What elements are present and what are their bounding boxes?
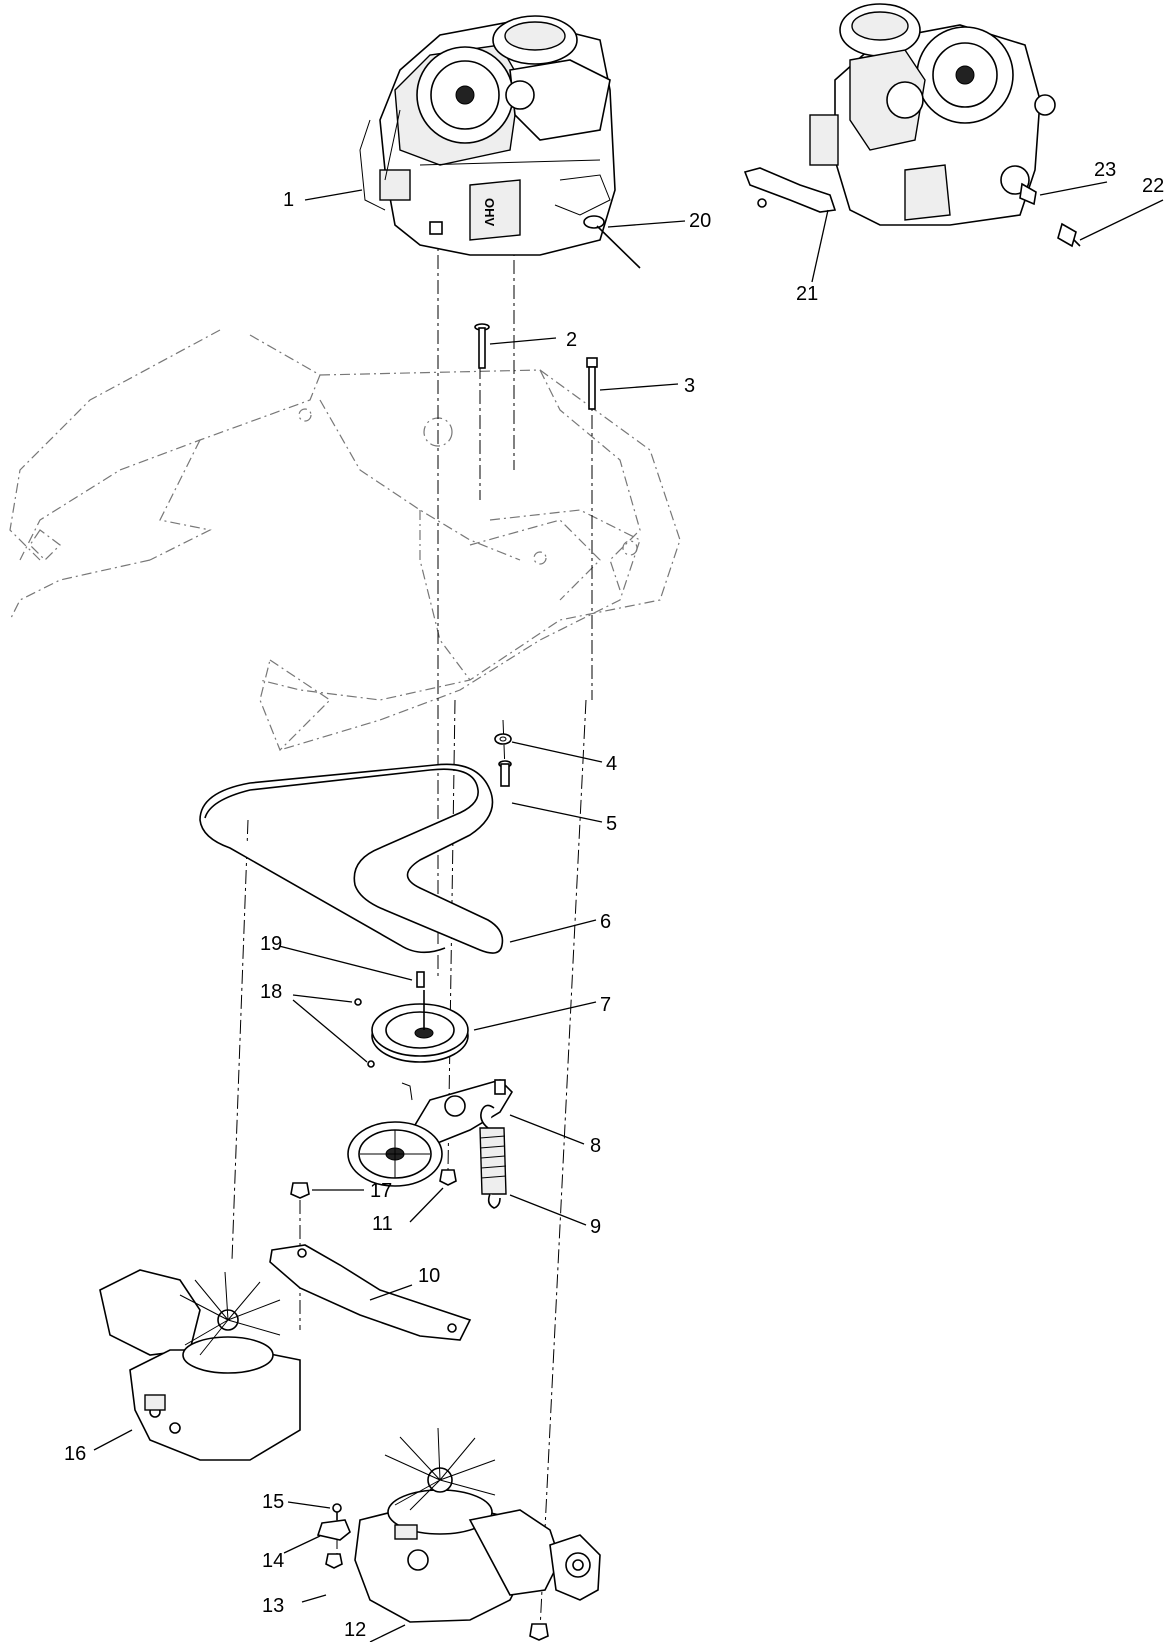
- sensor: [1057, 222, 1081, 248]
- callout-10: 10: [418, 1265, 440, 1287]
- callout-8: 8: [590, 1135, 601, 1157]
- nut-lower: [529, 1623, 549, 1641]
- callout-22: 22: [1142, 175, 1164, 197]
- callout-23: 23: [1094, 159, 1116, 181]
- callout-5: 5: [606, 813, 617, 835]
- engine-detail-view: [809, 3, 1056, 226]
- washer: [494, 733, 512, 745]
- callout-11-upper: 11: [372, 1213, 393, 1235]
- callout-3: 3: [684, 375, 695, 397]
- callout-13: 13: [262, 1595, 284, 1617]
- callout-6: 6: [600, 911, 611, 933]
- callout-7: 7: [600, 994, 611, 1016]
- callout-9: 9: [590, 1216, 601, 1238]
- bolt-17: [290, 1182, 310, 1199]
- callout-18: 18: [260, 981, 282, 1003]
- bolt-2: [474, 323, 490, 369]
- plug: [325, 1553, 343, 1569]
- transaxle-right: [354, 1427, 601, 1623]
- set-screws: [354, 998, 375, 1068]
- nut-upper: [439, 1169, 457, 1186]
- engine-ohv-label: OHV: [482, 198, 497, 227]
- callout-19: 19: [260, 933, 282, 955]
- drive-belt: [199, 763, 504, 954]
- callout-4: 4: [606, 753, 617, 775]
- stud: [498, 760, 512, 787]
- callout-15: 15: [262, 1491, 284, 1513]
- callout-21: 21: [796, 283, 818, 305]
- screw-15: [332, 1503, 342, 1520]
- callout-2: 2: [566, 329, 577, 351]
- plate: [269, 1244, 472, 1341]
- assembly-lines: [231, 230, 593, 1631]
- leader-lines: [93, 181, 1164, 1642]
- fitting: [1019, 182, 1037, 206]
- bolt-3: [586, 357, 598, 410]
- bracket: [743, 167, 837, 213]
- idler-arm: [347, 1079, 514, 1187]
- callout-12: 12: [344, 1619, 366, 1641]
- callout-labels: 1 2 3 4 5 6 7 8 9 10 11 12 13 14 15 16 1…: [64, 159, 1164, 1641]
- callout-20: 20: [689, 210, 711, 232]
- pulley: [371, 990, 469, 1063]
- clip: [316, 1519, 351, 1541]
- callout-17: 17: [370, 1180, 392, 1202]
- engine: OHV: [359, 15, 616, 256]
- callout-16: 16: [64, 1443, 86, 1465]
- spring: [479, 1104, 507, 1209]
- key: [416, 971, 425, 988]
- callout-1: 1: [283, 189, 294, 211]
- transaxle-left: [99, 1269, 301, 1461]
- dipstick: [583, 215, 641, 269]
- callout-14: 14: [262, 1550, 284, 1572]
- frame-ghost: [9, 329, 681, 752]
